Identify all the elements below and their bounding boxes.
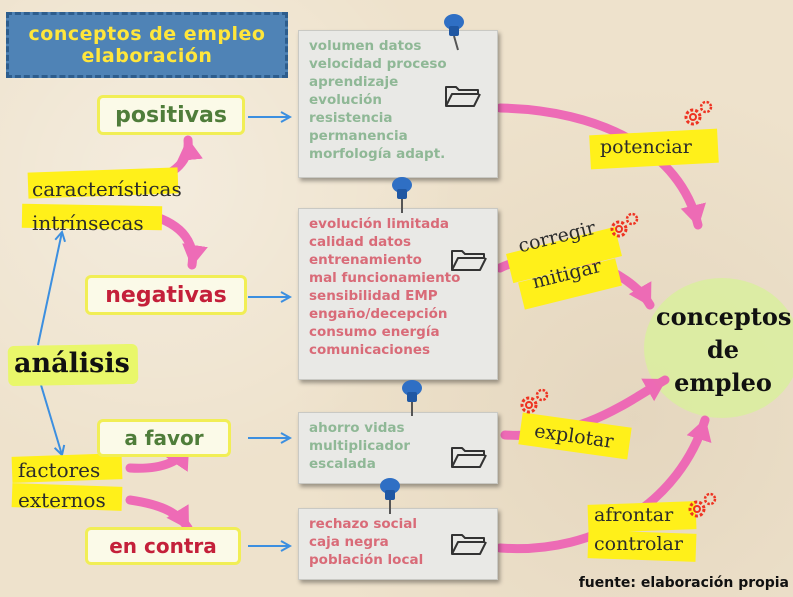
card-item: velocidad proceso (309, 56, 447, 72)
action-controlar: controlar (594, 533, 683, 555)
card-item: engaño/decepción (309, 306, 448, 322)
card-item: consumo energía (309, 324, 440, 340)
card-item: población local (309, 552, 424, 568)
target-glow (644, 278, 793, 418)
branch-external: factores externos (18, 455, 106, 515)
card-encontra: rechazo social caja negra población loca… (298, 508, 498, 580)
card-positivas: volumen datos velocidad proceso aprendiz… (298, 30, 498, 178)
arrow-external-encontra (125, 495, 193, 533)
gear-icon (688, 492, 717, 518)
branch-external-line1: factores (18, 458, 101, 482)
gear-icon (610, 212, 639, 238)
pushpin-icon (444, 14, 464, 51)
action-afrontar: afrontar (594, 504, 674, 526)
category-afavor: a favor (100, 422, 228, 454)
card-item: mal funcionamiento (309, 270, 461, 286)
title-line1: conceptos de empleo (28, 23, 266, 45)
target-node: conceptos de empleo (656, 300, 792, 399)
card-item: comunicaciones (309, 342, 431, 358)
pushpin-icon (380, 478, 400, 514)
card-item: evolución (309, 92, 382, 108)
branch-intrinsic: características intrínsecas (32, 172, 182, 240)
card-item: aprendizaje (309, 74, 399, 90)
card-item: resistencia (309, 110, 393, 126)
card-negativas: evolución limitada calidad datos entrena… (298, 208, 498, 380)
card-item: calidad datos (309, 234, 412, 250)
category-encontra: en contra (88, 530, 238, 562)
category-negativas: negativas (88, 278, 244, 312)
branch-intrinsic-line2: intrínsecas (32, 211, 144, 235)
pushpin-icon (392, 177, 412, 213)
card-item: escalada (309, 456, 376, 472)
card-afavor: ahorro vidas multiplicador escalada (298, 412, 498, 484)
card-item: morfología adapt. (309, 146, 446, 162)
gear-icon (520, 388, 549, 414)
card-item: evolución limitada (309, 216, 449, 232)
target-line1: conceptos (656, 302, 792, 331)
branch-external-line2: externos (18, 488, 106, 512)
target-line2: de (706, 335, 740, 364)
card-item: entrenamiento (309, 252, 422, 268)
card-item: caja negra (309, 534, 389, 550)
folder-icon (451, 447, 487, 468)
root-node: análisis (14, 348, 130, 379)
card-item: permanencia (309, 128, 408, 144)
arrow-root-intrinsic (37, 232, 62, 346)
diagram-title: conceptos de empleo elaboración (6, 12, 288, 78)
gear-icon (684, 100, 713, 126)
title-line2: elaboración (81, 45, 213, 67)
folder-icon (451, 250, 487, 271)
folder-icon (451, 534, 487, 555)
card-item: ahorro vidas (309, 420, 405, 436)
card-item: rechazo social (309, 516, 418, 532)
branch-intrinsic-line1: características (32, 177, 182, 201)
card-item: sensibilidad EMP (309, 288, 438, 304)
target-line3: empleo (674, 368, 772, 397)
card-item: multiplicador (309, 438, 411, 454)
source-note: fuente: elaboración propia (578, 575, 789, 591)
arrow-root-external (37, 374, 62, 455)
folder-icon (445, 86, 481, 107)
card-item: volumen datos (309, 38, 422, 54)
pushpin-icon (402, 380, 422, 416)
action-potenciar: potenciar (600, 136, 692, 158)
category-positivas: positivas (100, 98, 242, 132)
